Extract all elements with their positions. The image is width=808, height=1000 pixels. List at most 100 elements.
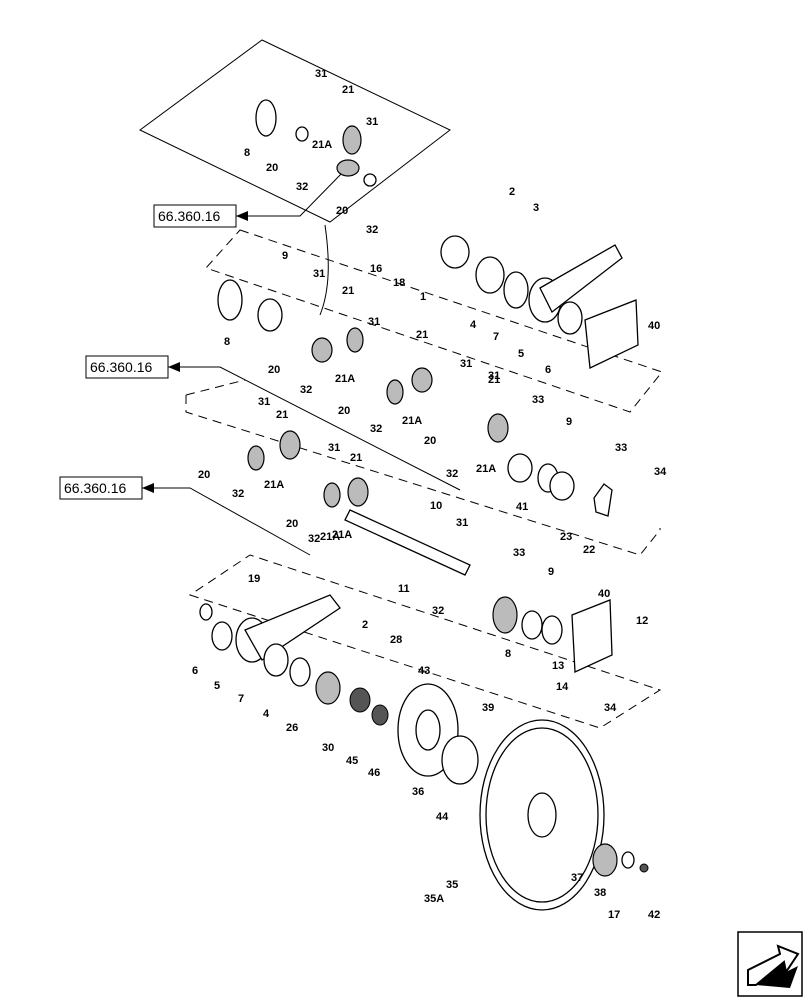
reference-arrow-2 bbox=[168, 362, 180, 372]
callout-21: 21 bbox=[342, 285, 354, 297]
callout-41: 41 bbox=[516, 501, 528, 513]
callout-8: 8 bbox=[224, 336, 230, 348]
callout-20: 20 bbox=[198, 469, 210, 481]
callout-43: 43 bbox=[418, 665, 430, 677]
callout-31: 31 bbox=[366, 116, 378, 128]
callout-3: 3 bbox=[533, 202, 539, 214]
reference-leader-2 bbox=[168, 366, 461, 491]
callout-20: 20 bbox=[266, 162, 278, 174]
callout-20: 20 bbox=[338, 405, 350, 417]
callout-10: 10 bbox=[430, 500, 442, 512]
callout-20: 20 bbox=[286, 518, 298, 530]
callout-8: 8 bbox=[244, 147, 250, 159]
callout-31: 31 bbox=[313, 268, 325, 280]
callout-16: 16 bbox=[370, 263, 382, 275]
callout-34: 34 bbox=[604, 702, 617, 714]
callout-4: 4 bbox=[470, 319, 477, 331]
callout-31: 31 bbox=[258, 396, 270, 408]
callout-7: 7 bbox=[493, 331, 499, 343]
callout-33: 33 bbox=[513, 547, 525, 559]
callout-2: 2 bbox=[362, 619, 368, 631]
callout-21: 21 bbox=[276, 409, 288, 421]
reference-arrow-1 bbox=[236, 211, 248, 221]
callout-20: 20 bbox=[268, 364, 280, 376]
callout-11: 11 bbox=[398, 583, 410, 595]
reference-label-3: 66.360.16 bbox=[64, 480, 126, 496]
callout-32: 32 bbox=[232, 488, 244, 500]
callout-33: 33 bbox=[532, 394, 544, 406]
callout-32: 32 bbox=[370, 423, 382, 435]
callout-2: 2 bbox=[509, 186, 515, 198]
reference-arrow-3 bbox=[142, 483, 154, 493]
callout-31: 31 bbox=[368, 316, 380, 328]
callout-20: 20 bbox=[424, 435, 436, 447]
callout-22: 22 bbox=[583, 544, 595, 556]
middle-assembly-boundary bbox=[185, 379, 661, 556]
callout-21A: 21A bbox=[476, 463, 496, 475]
callout-31: 31 bbox=[488, 370, 500, 382]
callout-31: 31 bbox=[460, 358, 472, 370]
callout-8: 8 bbox=[505, 648, 511, 660]
callout-32: 32 bbox=[366, 224, 378, 236]
callout-39: 39 bbox=[482, 702, 494, 714]
callout-6: 6 bbox=[192, 665, 198, 677]
callout-32: 32 bbox=[296, 181, 308, 193]
callout-21: 21 bbox=[416, 329, 428, 341]
callout-13: 13 bbox=[552, 660, 564, 672]
callout-30: 30 bbox=[322, 742, 334, 754]
callout-40: 40 bbox=[598, 588, 610, 600]
callout-32: 32 bbox=[432, 605, 444, 617]
part-callouts: 31 21 31 8 20 21A 32 20 32 2 3 16 18 1 9… bbox=[192, 68, 667, 921]
callout-31: 31 bbox=[315, 68, 327, 80]
callout-46: 46 bbox=[368, 767, 380, 779]
callout-34: 34 bbox=[654, 466, 667, 478]
callout-32: 32 bbox=[446, 468, 458, 480]
lower-assembly-boundary bbox=[188, 554, 662, 729]
callout-44: 44 bbox=[436, 811, 449, 823]
callout-33: 33 bbox=[615, 442, 627, 454]
callout-23: 23 bbox=[560, 531, 572, 543]
callout-9: 9 bbox=[566, 416, 572, 428]
callout-42: 42 bbox=[648, 909, 660, 921]
callout-21: 21 bbox=[488, 374, 500, 386]
callout-18: 18 bbox=[393, 277, 405, 289]
callout-32: 32 bbox=[308, 533, 320, 545]
reference-label-1: 66.360.16 bbox=[158, 208, 220, 224]
callout-40: 40 bbox=[648, 320, 660, 332]
callout-17: 17 bbox=[608, 909, 620, 921]
callout-5: 5 bbox=[518, 348, 524, 360]
callout-26: 26 bbox=[286, 722, 298, 734]
callout-9: 9 bbox=[548, 566, 554, 578]
callout-21A: 21A bbox=[320, 531, 340, 543]
callout-35A: 35A bbox=[424, 893, 444, 905]
reference-box-3[interactable]: 66.360.16 bbox=[59, 476, 143, 500]
callout-19: 19 bbox=[248, 573, 260, 585]
callout-21: 21 bbox=[342, 84, 354, 96]
callout-21A: 21A bbox=[335, 373, 355, 385]
callout-20: 20 bbox=[336, 205, 348, 217]
callout-21A: 21A bbox=[264, 479, 284, 491]
callout-36: 36 bbox=[412, 786, 424, 798]
callout-31: 31 bbox=[456, 517, 468, 529]
callout-4: 4 bbox=[263, 708, 270, 720]
callout-35: 35 bbox=[446, 879, 458, 891]
callout-6: 6 bbox=[545, 364, 551, 376]
reference-box-2[interactable]: 66.360.16 bbox=[85, 355, 169, 379]
reference-label-2: 66.360.16 bbox=[90, 359, 152, 375]
next-page-arrow-icon[interactable] bbox=[737, 931, 803, 997]
callout-7: 7 bbox=[238, 693, 244, 705]
callout-37: 37 bbox=[571, 872, 583, 884]
callout-21: 21 bbox=[350, 452, 362, 464]
callout-5: 5 bbox=[214, 680, 220, 692]
callout-38: 38 bbox=[594, 887, 606, 899]
callout-12: 12 bbox=[636, 615, 648, 627]
callout-21A: 21A bbox=[332, 529, 352, 541]
callout-21A: 21A bbox=[402, 415, 422, 427]
callout-1: 1 bbox=[420, 291, 426, 303]
upper-assembly-boundary bbox=[205, 229, 663, 413]
inset-detail-frame bbox=[139, 39, 451, 223]
callout-21A: 21A bbox=[312, 139, 332, 151]
reference-box-1[interactable]: 66.360.16 bbox=[153, 204, 237, 228]
callout-14: 14 bbox=[556, 681, 569, 693]
